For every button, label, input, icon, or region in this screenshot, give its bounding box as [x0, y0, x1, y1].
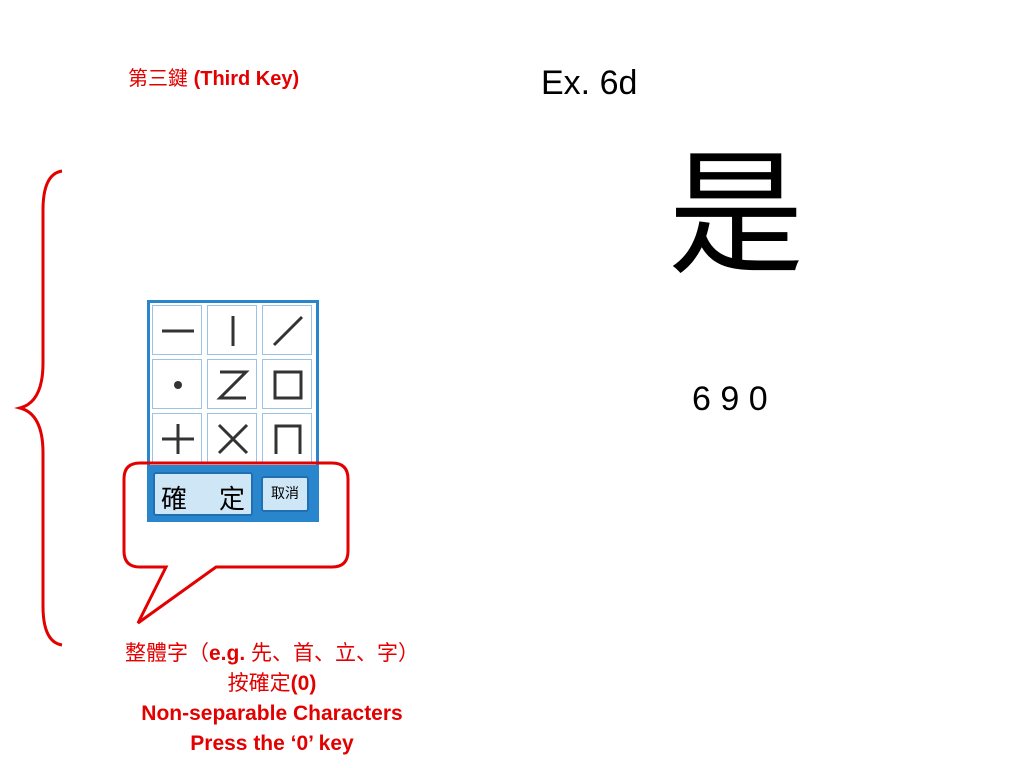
square-stroke-icon — [273, 370, 303, 400]
example-title: Ex. 6d — [541, 64, 638, 102]
horizontal-stroke-icon — [162, 329, 194, 333]
caption-line-2b: (0) — [290, 672, 317, 695]
stroke-key-grid — [150, 303, 316, 465]
confirm-char-2: 定 — [219, 485, 246, 515]
stroke-key-frame[interactable] — [262, 413, 312, 463]
third-key-latin: (Third Key) — [193, 68, 300, 90]
caption-line-4: Press the ‘0’ key — [190, 732, 354, 755]
caption-line-1: 整體字（e.g. 先、首、立、字） — [60, 639, 484, 669]
stroke-key-horizontal[interactable] — [152, 305, 202, 355]
third-key-label: 第三鍵 (Third Key) — [128, 62, 299, 91]
caption-line-1a: 整體字（ — [124, 642, 209, 665]
stroke-keypad: 確 定 取消 — [147, 300, 319, 522]
left-brace-icon — [14, 169, 63, 647]
stroke-key-dot[interactable] — [152, 359, 202, 409]
slash-stroke-icon — [272, 315, 304, 347]
caption-line-3: Non-separable Characters — [141, 702, 403, 725]
example-character: 是 — [668, 137, 804, 295]
caption-eg: e.g. — [208, 642, 251, 665]
stroke-key-vertical[interactable] — [207, 305, 257, 355]
stroke-key-square[interactable] — [262, 359, 312, 409]
dot-stroke-icon — [174, 381, 182, 389]
frame-stroke-icon — [274, 424, 302, 454]
code-sequence: 6 9 0 — [692, 380, 768, 418]
caption-line-1b: 先、首、立、字） — [251, 642, 419, 665]
vertical-stroke-icon — [231, 316, 235, 346]
stroke-key-slash[interactable] — [262, 305, 312, 355]
cancel-button[interactable]: 取消 — [261, 476, 309, 512]
caption: 整體字（e.g. 先、首、立、字） 按確定(0) Non-separable C… — [60, 639, 484, 759]
confirm-button[interactable]: 確 定 — [153, 472, 253, 516]
stroke-key-x[interactable] — [207, 413, 257, 463]
third-key-cjk: 第三鍵 — [128, 68, 188, 90]
caption-line-2a: 按確定 — [227, 672, 291, 695]
stroke-key-z[interactable] — [207, 359, 257, 409]
z-stroke-icon — [216, 370, 250, 400]
cross-stroke-icon — [162, 424, 194, 454]
caption-line-2: 按確定(0) — [60, 669, 484, 699]
confirm-char-1: 確 — [161, 485, 188, 515]
x-stroke-icon — [217, 423, 249, 455]
